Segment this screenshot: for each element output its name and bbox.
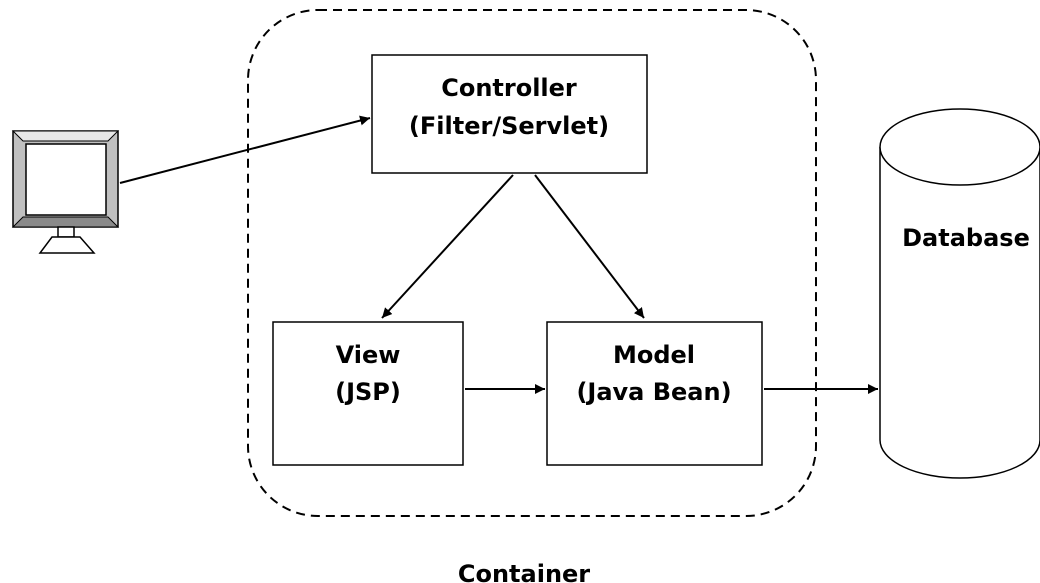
controller-to-model-arrow xyxy=(534,174,645,319)
container-label: Container xyxy=(458,560,590,583)
database-label: Database xyxy=(902,224,1030,252)
controller-title: Controller xyxy=(441,74,577,102)
model-subtitle: (Java Bean) xyxy=(576,378,731,406)
model-title: Model xyxy=(613,341,695,369)
view-title: View xyxy=(336,341,401,369)
controller-to-view-arrow xyxy=(381,174,514,319)
controller-box xyxy=(371,54,648,174)
container-boundary xyxy=(247,9,817,517)
model-node: Model (Java Bean) xyxy=(546,321,763,466)
client-to-controller-arrow xyxy=(119,115,371,184)
model-box xyxy=(546,321,763,466)
view-subtitle: (JSP) xyxy=(335,378,401,406)
database-cylinder-body xyxy=(879,147,1040,479)
view-node: View (JSP) xyxy=(272,321,464,466)
view-box xyxy=(272,321,464,466)
monitor-icon xyxy=(11,130,120,254)
database-node: Database xyxy=(879,108,1040,479)
controller-subtitle: (Filter/Servlet) xyxy=(409,112,609,140)
database-cylinder-top xyxy=(879,108,1040,186)
controller-node: Controller (Filter/Servlet) xyxy=(371,54,648,174)
